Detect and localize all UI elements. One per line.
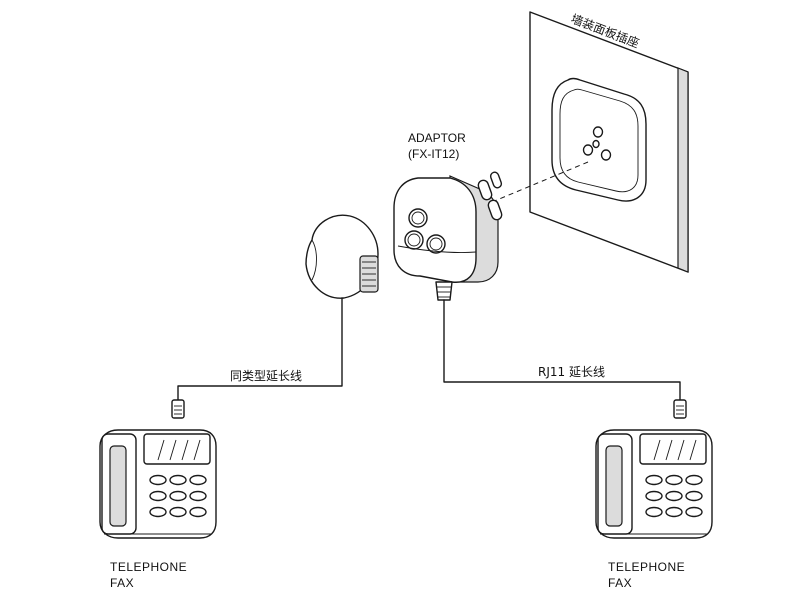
left-device-label-telephone: TELEPHONE — [110, 560, 187, 574]
rj11-plug-icon — [673, 399, 687, 419]
telephone-icon — [99, 429, 217, 539]
right-device-label-telephone: TELEPHONE — [608, 560, 685, 574]
rj11-plug-icon — [171, 399, 185, 419]
adaptor-icon — [393, 171, 503, 301]
left-extension-cable — [177, 297, 343, 401]
right-device-label-fax: FAX — [608, 576, 632, 590]
left-cable-label: 同类型延长线 — [230, 369, 302, 383]
telephone-icon — [595, 429, 713, 539]
right-cable-label: RJ11 延长线 — [538, 365, 605, 379]
round-plug-icon — [305, 214, 379, 299]
right-extension-cable — [443, 299, 681, 401]
adaptor-model-label: (FX-IT12) — [408, 147, 459, 161]
wall-socket-icon — [529, 11, 689, 273]
left-device-label-fax: FAX — [110, 576, 134, 590]
adaptor-name-label: ADAPTOR — [408, 131, 466, 145]
